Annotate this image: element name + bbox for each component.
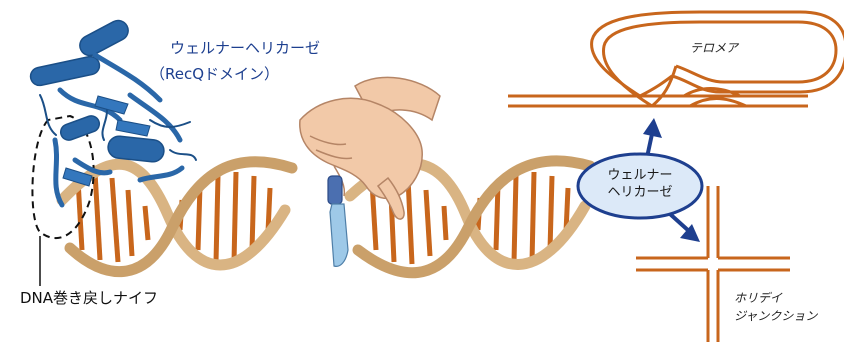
protein-domain-label: （RecQドメイン） <box>150 66 279 83</box>
hand-with-knife-icon <box>300 77 440 266</box>
helicase-bubble-line2: ヘリカーゼ <box>590 185 690 202</box>
holliday-label-line2: ジャンクション <box>734 310 817 324</box>
knife-label: DNA巻き戻しナイフ <box>20 290 158 307</box>
holliday-label-line1: ホリデイ <box>734 292 782 306</box>
arrow-to-holliday <box>670 214 700 242</box>
helicase-bubble-line1: ウェルナー <box>590 168 690 185</box>
dna-helix-left <box>62 162 292 272</box>
protein-name-label: ウェルナーヘリカーゼ <box>170 40 320 57</box>
telomere-label: テロメア <box>690 42 738 56</box>
helicase-bubble-text: ウェルナー ヘリカーゼ <box>590 168 690 202</box>
telomere-loop <box>508 12 844 106</box>
